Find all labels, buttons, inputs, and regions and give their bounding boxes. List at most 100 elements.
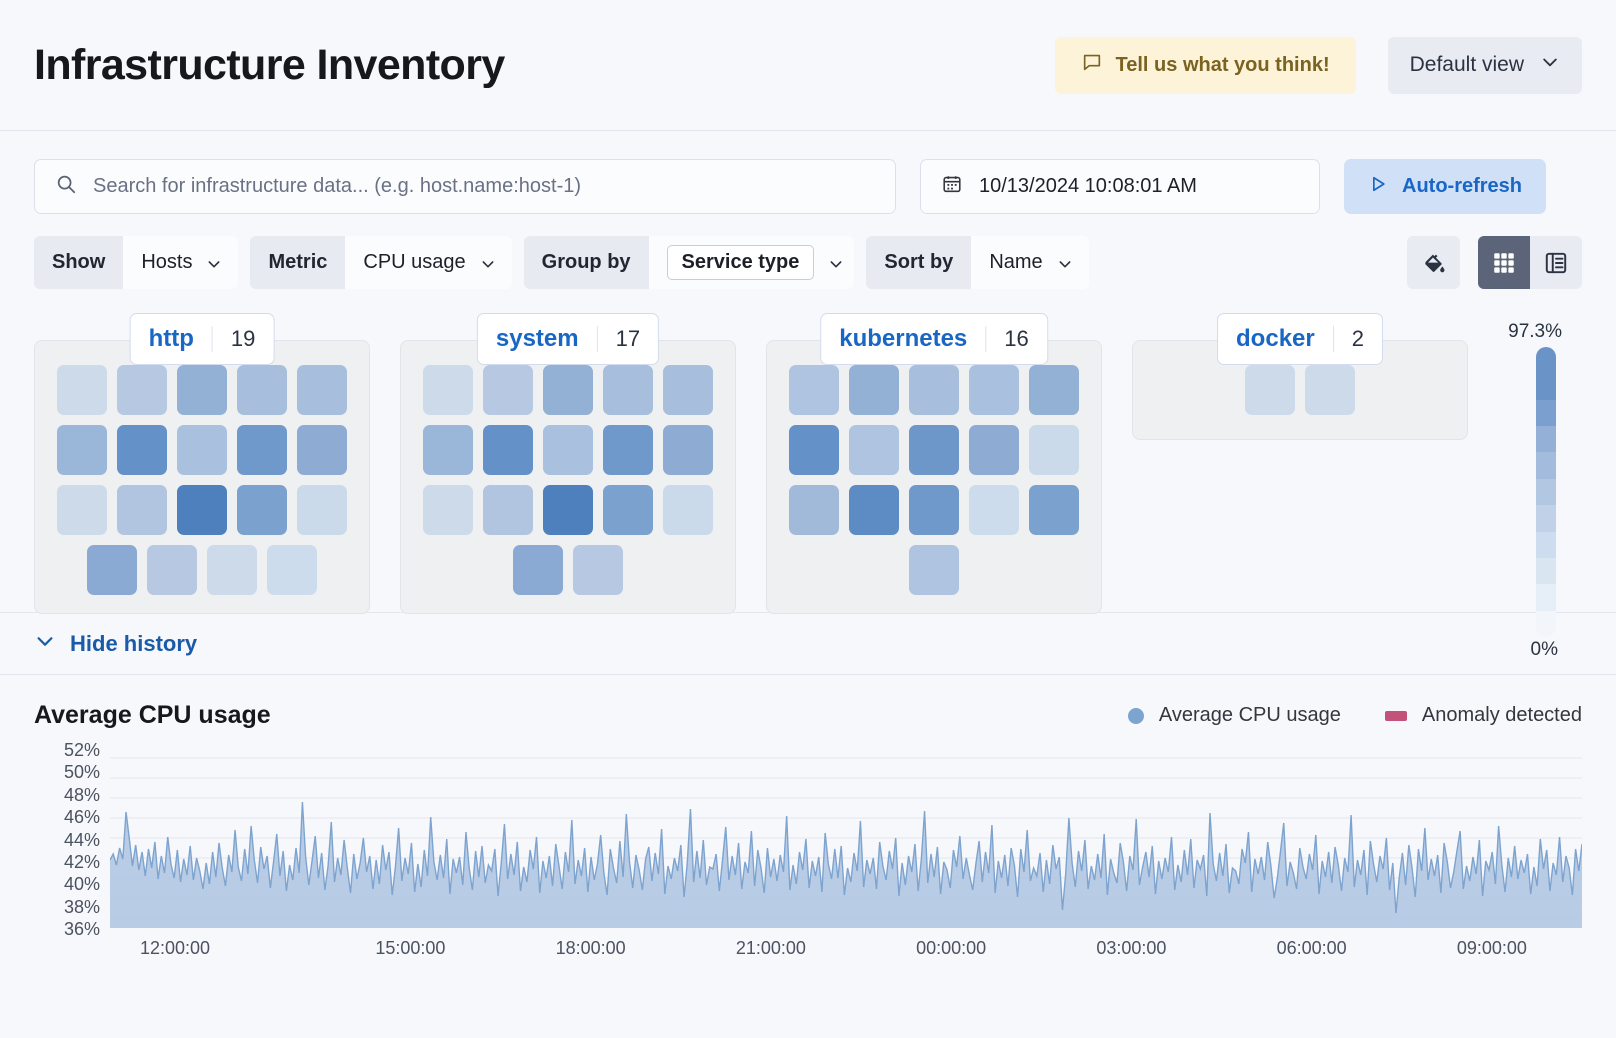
waffle-cell[interactable] [297, 485, 347, 535]
waffle-cell[interactable] [147, 545, 197, 595]
filter-group-by: Group by Service type [523, 236, 855, 289]
filter-show-select[interactable]: Hosts [123, 236, 239, 289]
waffle-cell[interactable] [237, 365, 287, 415]
date-picker[interactable]: 10/13/2024 10:08:01 AM [920, 159, 1320, 214]
waffle-cell[interactable] [849, 365, 899, 415]
search-input[interactable]: Search for infrastructure data... (e.g. … [34, 159, 896, 214]
waffle-cell[interactable] [603, 365, 653, 415]
waffle-cell[interactable] [177, 425, 227, 475]
y-tick-label: 40% [63, 874, 100, 895]
y-tick-label: 38% [63, 896, 100, 917]
waffle-cell[interactable] [849, 485, 899, 535]
waffle-cell[interactable] [909, 485, 959, 535]
hide-history-toggle[interactable]: Hide history [0, 613, 1616, 675]
filter-metric-select[interactable]: CPU usage [345, 236, 512, 289]
waffle-cell[interactable] [663, 485, 713, 535]
waffle-cell[interactable] [513, 545, 563, 595]
waffle-cell[interactable] [297, 425, 347, 475]
color-legend: 97.3% 0% [1470, 321, 1580, 661]
waffle-cell[interactable] [177, 365, 227, 415]
chevron-down-icon [828, 255, 844, 271]
controls-region: Search for infrastructure data... (e.g. … [0, 131, 1616, 289]
waffle-cell[interactable] [789, 365, 839, 415]
filter-group-by-select[interactable]: Service type [648, 236, 855, 289]
waffle-cell[interactable] [117, 365, 167, 415]
waffle-cell[interactable] [483, 365, 533, 415]
waffle-cell[interactable] [603, 425, 653, 475]
waffle-cell[interactable] [909, 365, 959, 415]
x-tick-label: 09:00:00 [1456, 938, 1527, 958]
waffle-cell[interactable] [663, 425, 713, 475]
feedback-button[interactable]: Tell us what you think! [1054, 36, 1356, 94]
waffle-cell[interactable] [573, 545, 623, 595]
waffle-cell[interactable] [789, 425, 839, 475]
waffle-cell[interactable] [57, 425, 107, 475]
waffle-cell[interactable] [1029, 425, 1079, 475]
chart-series-average-cpu-usage [110, 748, 1582, 928]
legend-dot-icon [1127, 707, 1144, 724]
filter-sort-by-label: Sort by [866, 236, 972, 289]
waffle-cell[interactable] [1245, 365, 1295, 415]
y-tick-label: 46% [63, 807, 100, 828]
waffle-cell[interactable] [543, 425, 593, 475]
legend-item-anomaly-detected[interactable]: Anomaly detected [1384, 704, 1582, 727]
waffle-cell[interactable] [237, 485, 287, 535]
waffle-cell[interactable] [297, 365, 347, 415]
x-tick-label: 00:00:00 [916, 938, 987, 958]
waffle-cell[interactable] [543, 485, 593, 535]
auto-refresh-button[interactable]: Auto-refresh [1344, 159, 1547, 214]
filter-sort-by-value: Name [989, 251, 1043, 273]
waffle-group-name: system [495, 325, 579, 352]
waffle-cell[interactable] [1029, 365, 1079, 415]
x-tick-label: 06:00:00 [1276, 938, 1347, 958]
waffle-cell[interactable] [267, 545, 317, 595]
waffle-cell[interactable] [909, 425, 959, 475]
waffle-cell[interactable] [969, 485, 1019, 535]
default-view-button[interactable]: Default view [1387, 36, 1582, 94]
waffle-cell[interactable] [1305, 365, 1355, 415]
waffle-cell[interactable] [207, 545, 257, 595]
waffle-cell[interactable] [849, 425, 899, 475]
chevron-down-icon [1057, 255, 1073, 271]
waffle-cell[interactable] [483, 425, 533, 475]
waffle-cell[interactable] [423, 485, 473, 535]
legend-bar-icon [1384, 710, 1407, 721]
waffle-cell[interactable] [483, 485, 533, 535]
waffle-cell[interactable] [57, 365, 107, 415]
waffle-cell[interactable] [87, 545, 137, 595]
table-view-icon[interactable] [1530, 236, 1582, 289]
filter-sort-by: Sort by Name [866, 236, 1089, 289]
waffle-cell[interactable] [423, 425, 473, 475]
search-row: Search for infrastructure data... (e.g. … [34, 159, 1582, 214]
grid-view-icon[interactable] [1478, 236, 1530, 289]
legend-item-average-cpu-usage[interactable]: Average CPU usage [1127, 704, 1341, 727]
history-chart: Average CPU usage Average CPU usage Anom… [0, 675, 1616, 958]
waffle-cell[interactable] [117, 425, 167, 475]
waffle-cell[interactable] [909, 545, 959, 595]
waffle-cell[interactable] [969, 425, 1019, 475]
waffle-cell[interactable] [969, 365, 1019, 415]
waffle-cell[interactable] [117, 485, 167, 535]
waffle-cell[interactable] [177, 485, 227, 535]
filter-show-value: Hosts [141, 251, 193, 273]
color-fill-icon[interactable] [1407, 236, 1460, 289]
chevron-down-icon [34, 630, 56, 658]
waffle-cell[interactable] [423, 365, 473, 415]
waffle-cell[interactable] [663, 365, 713, 415]
waffle-cell[interactable] [57, 485, 107, 535]
waffle-cell[interactable] [789, 485, 839, 535]
waffle-cell[interactable] [543, 365, 593, 415]
waffle-group-count: 19 [211, 326, 273, 352]
search-icon [55, 173, 77, 200]
waffle-cell[interactable] [237, 425, 287, 475]
filter-sort-by-select[interactable]: Name [971, 236, 1089, 289]
waffle-cell[interactable] [1029, 485, 1079, 535]
waffle-cell[interactable] [603, 485, 653, 535]
chart-plot-area[interactable] [110, 748, 1582, 928]
